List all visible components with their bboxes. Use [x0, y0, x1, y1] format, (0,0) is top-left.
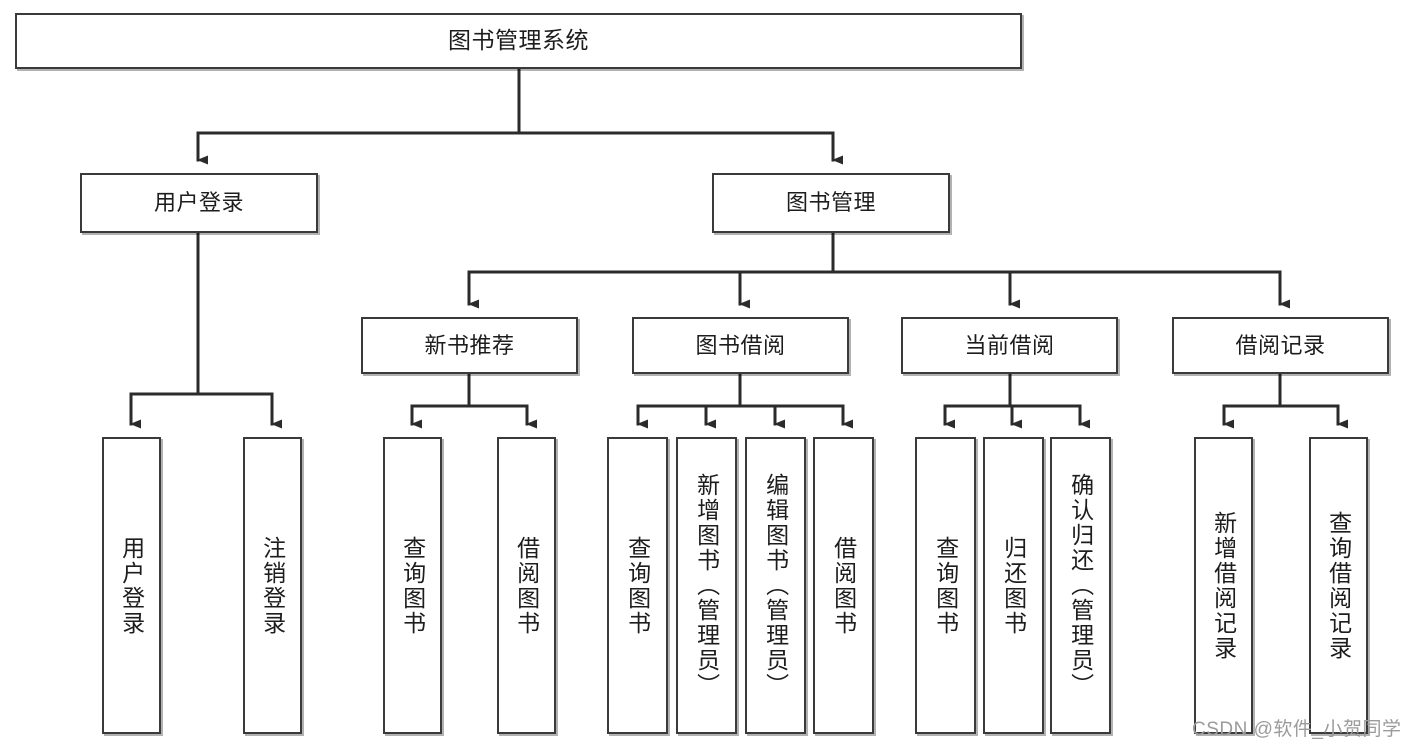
leaf-add-book-admin[interactable]: 新增图书（管理员） — [676, 437, 737, 734]
leaf-confirm-return-admin[interactable]: 确认归还（管理员） — [1050, 437, 1111, 734]
node-label: 查询图书 — [399, 535, 426, 636]
leaf-borrow-book-recommend[interactable]: 借阅图书 — [497, 437, 556, 734]
node-label: 注销登录 — [259, 535, 286, 636]
node-label: 借阅图书 — [830, 535, 857, 636]
node-label: 借阅图书 — [513, 535, 540, 636]
node-label: 新增图书（管理员） — [693, 473, 720, 698]
node-label: 新增借阅记录 — [1210, 510, 1237, 661]
node-label: 当前借阅 — [964, 332, 1055, 358]
leaf-user-login[interactable]: 用户登录 — [102, 437, 161, 734]
node-label: 新书推荐 — [424, 332, 515, 358]
node-label: 用户登录 — [118, 535, 145, 636]
leaf-add-borrow-record[interactable]: 新增借阅记录 — [1194, 437, 1253, 734]
node-label: 查询图书 — [624, 535, 651, 636]
leaf-return-book[interactable]: 归还图书 — [983, 437, 1044, 734]
node-label: 查询借阅记录 — [1325, 510, 1352, 661]
node-label: 归还图书 — [1000, 535, 1027, 636]
leaf-query-borrow-record[interactable]: 查询借阅记录 — [1309, 437, 1368, 734]
node-label: 用户登录 — [153, 190, 244, 216]
node-root-book-management-system[interactable]: 图书管理系统 — [15, 13, 1022, 69]
leaf-query-book-recommend[interactable]: 查询图书 — [383, 437, 442, 734]
leaf-query-book-borrow[interactable]: 查询图书 — [607, 437, 668, 734]
node-label: 图书管理系统 — [448, 27, 589, 54]
node-label: 借阅记录 — [1235, 332, 1326, 358]
node-book-management[interactable]: 图书管理 — [712, 173, 950, 233]
node-new-book-recommend[interactable]: 新书推荐 — [361, 317, 578, 374]
node-label: 编辑图书（管理员） — [762, 473, 789, 698]
node-label: 图书管理 — [785, 190, 876, 216]
node-current-borrow[interactable]: 当前借阅 — [901, 317, 1118, 374]
node-label: 确认归还（管理员） — [1067, 473, 1094, 698]
leaf-borrow-book[interactable]: 借阅图书 — [813, 437, 874, 734]
node-book-borrow[interactable]: 图书借阅 — [632, 317, 849, 374]
node-user-login[interactable]: 用户登录 — [80, 173, 318, 233]
leaf-query-book-current[interactable]: 查询图书 — [915, 437, 976, 734]
csdn-watermark: CSDN @软件_小贺同学 — [1192, 719, 1402, 740]
node-label: 查询图书 — [932, 535, 959, 636]
leaf-logout[interactable]: 注销登录 — [243, 437, 302, 734]
node-label: 图书借阅 — [695, 332, 786, 358]
node-borrow-record[interactable]: 借阅记录 — [1172, 317, 1389, 374]
leaf-edit-book-admin[interactable]: 编辑图书（管理员） — [745, 437, 806, 734]
